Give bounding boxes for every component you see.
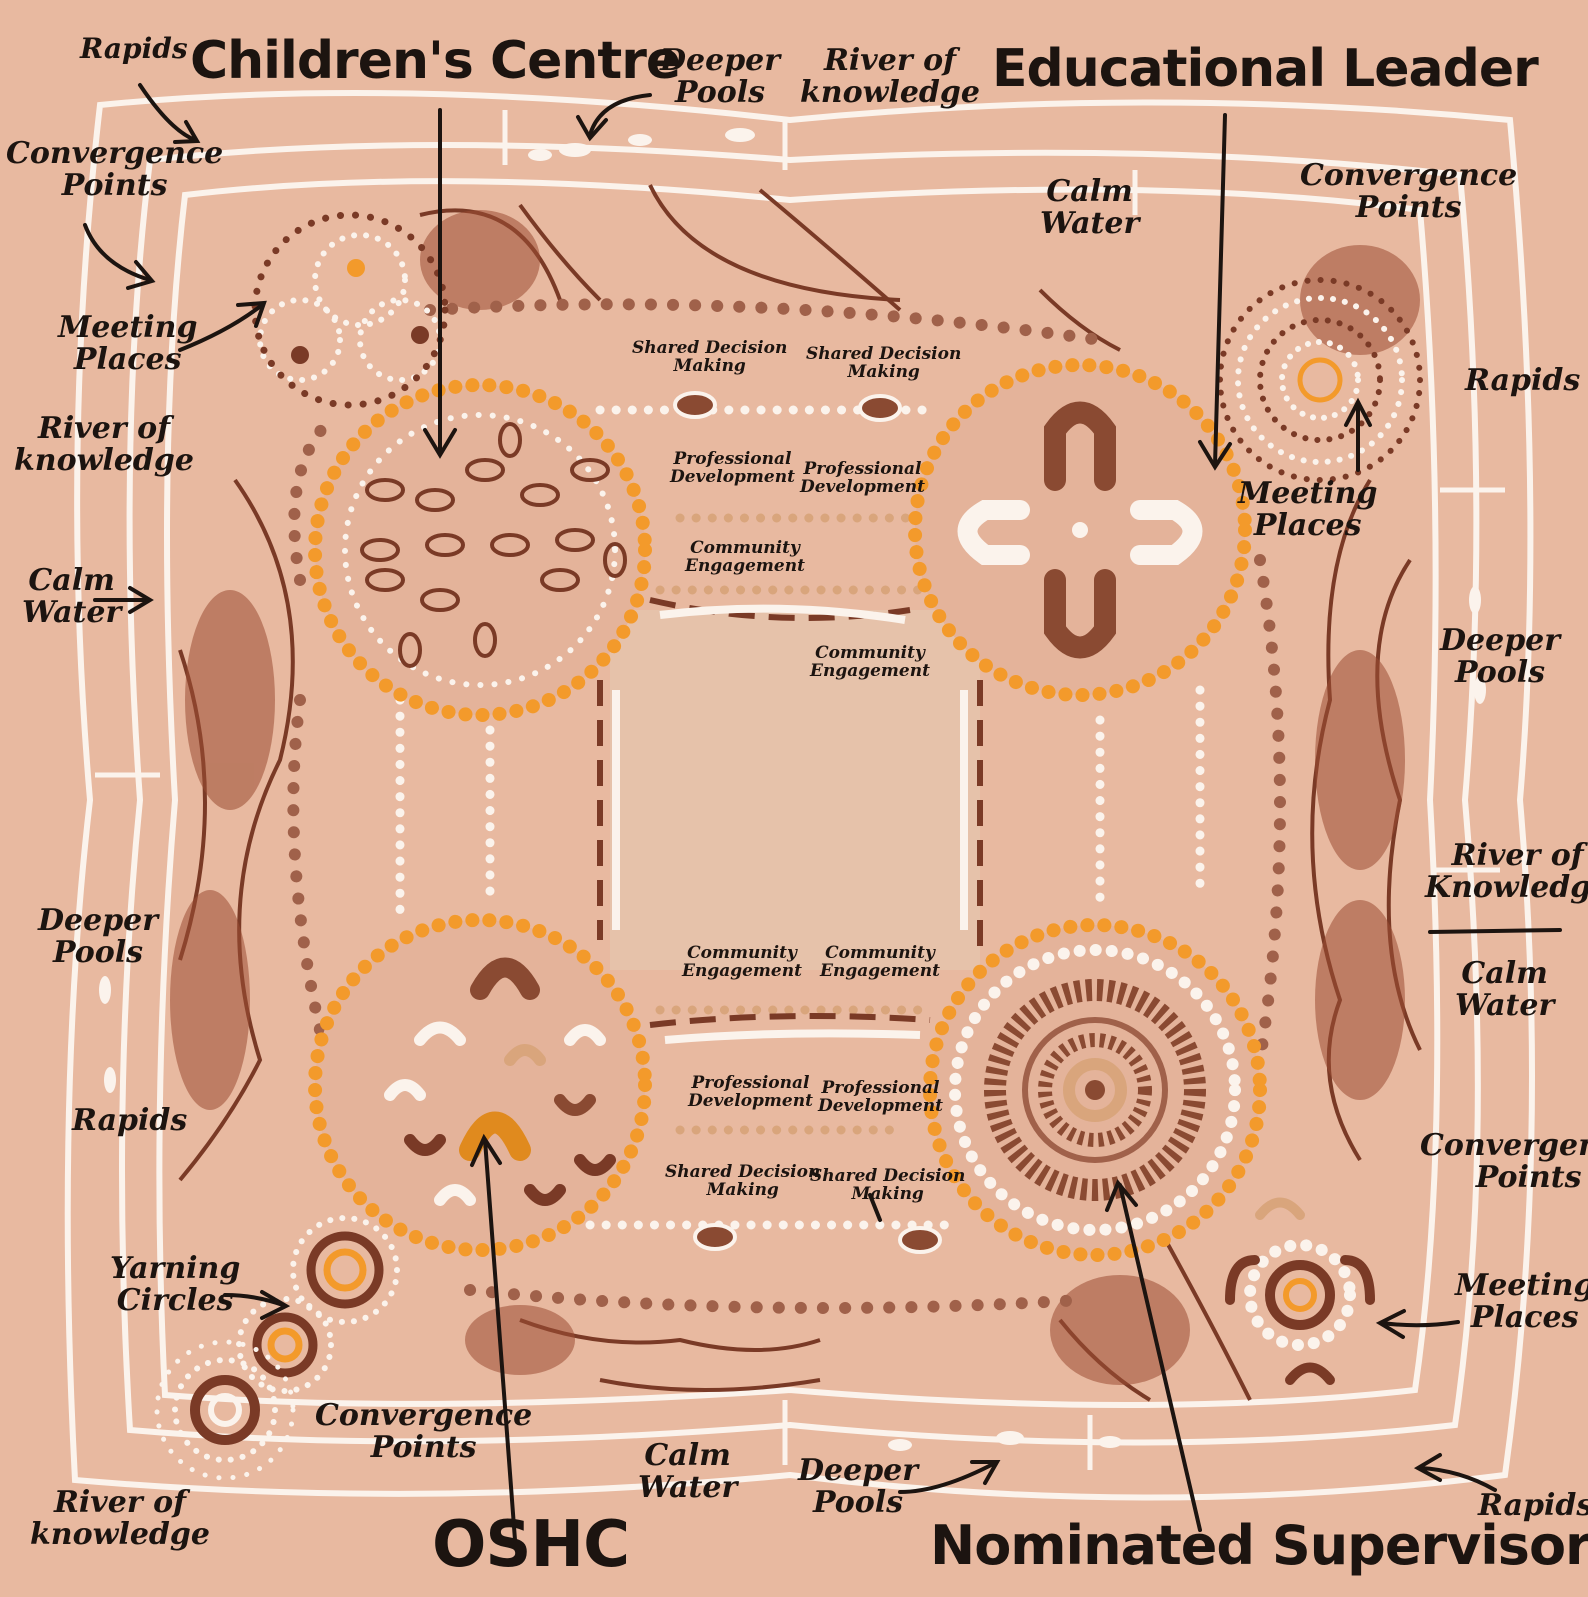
label-meeting-br: MeetingPlaces bbox=[1455, 1270, 1588, 1333]
label-deeper-pools-top: DeeperPools bbox=[660, 45, 780, 108]
label-calm-bottom: CalmWater bbox=[638, 1440, 737, 1503]
label-river-right: River ofKnowledge bbox=[1425, 840, 1588, 903]
title-childrens-centre: Children's Centre bbox=[190, 34, 680, 89]
label-convergence-right: ConvergencePoints bbox=[1420, 1130, 1588, 1193]
label-ce-3: CommunityEngagement bbox=[682, 945, 802, 981]
label-calm-left: CalmWater bbox=[22, 565, 121, 628]
cc-circle bbox=[315, 385, 645, 715]
title-oshc: OSHC bbox=[432, 1512, 629, 1579]
label-pd-3: ProfessionalDevelopment bbox=[688, 1075, 813, 1111]
label-sdm-4: Shared DecisionMaking bbox=[810, 1168, 965, 1204]
label-ce-1: CommunityEngagement bbox=[685, 540, 805, 576]
label-meeting-tl: MeetingPlaces bbox=[58, 312, 197, 375]
ns-circle bbox=[930, 925, 1260, 1255]
label-convergence-bl: ConvergencePoints bbox=[315, 1400, 532, 1463]
label-pd-1: ProfessionalDevelopment bbox=[670, 451, 795, 487]
label-sdm-3: Shared DecisionMaking bbox=[665, 1164, 820, 1200]
label-river-top: River ofknowledge bbox=[800, 45, 980, 108]
label-yarning-circles: YarningCircles bbox=[110, 1253, 240, 1316]
oshc-circle bbox=[315, 920, 645, 1250]
label-deeper-right: DeeperPools bbox=[1440, 625, 1560, 688]
label-convergence-tl: ConvergencePoints bbox=[6, 138, 223, 201]
label-ce-4: CommunityEngagement bbox=[820, 945, 940, 981]
label-ce-2: CommunityEngagement bbox=[810, 645, 930, 681]
label-convergence-tr: ConvergencePoints bbox=[1300, 160, 1517, 223]
label-river-left: River ofknowledge bbox=[14, 413, 194, 476]
label-rapids-tl: Rapids bbox=[80, 34, 188, 63]
label-sdm-2: Shared DecisionMaking bbox=[806, 346, 961, 382]
label-calm-top: CalmWater bbox=[1040, 176, 1139, 239]
label-deeper-bottom: DeeperPools bbox=[798, 1455, 918, 1518]
label-rapids-br: Rapids bbox=[1478, 1490, 1588, 1522]
label-pd-4: ProfessionalDevelopment bbox=[818, 1080, 943, 1116]
title-nominated-supervisor: Nominated Supervisor bbox=[930, 1518, 1588, 1575]
label-calm-right: CalmWater bbox=[1455, 958, 1554, 1021]
label-rapids-right: Rapids bbox=[1465, 365, 1580, 397]
label-meeting-right: MeetingPlaces bbox=[1238, 478, 1377, 541]
label-deeper-left: DeeperPools bbox=[38, 905, 158, 968]
title-educational-leader: Educational Leader bbox=[992, 42, 1538, 97]
label-river-bl: River ofknowledge bbox=[30, 1487, 210, 1550]
label-pd-2: ProfessionalDevelopment bbox=[800, 461, 925, 497]
label-sdm-1: Shared DecisionMaking bbox=[632, 340, 787, 376]
el-circle bbox=[915, 365, 1245, 695]
label-rapids-left: Rapids bbox=[72, 1105, 187, 1137]
